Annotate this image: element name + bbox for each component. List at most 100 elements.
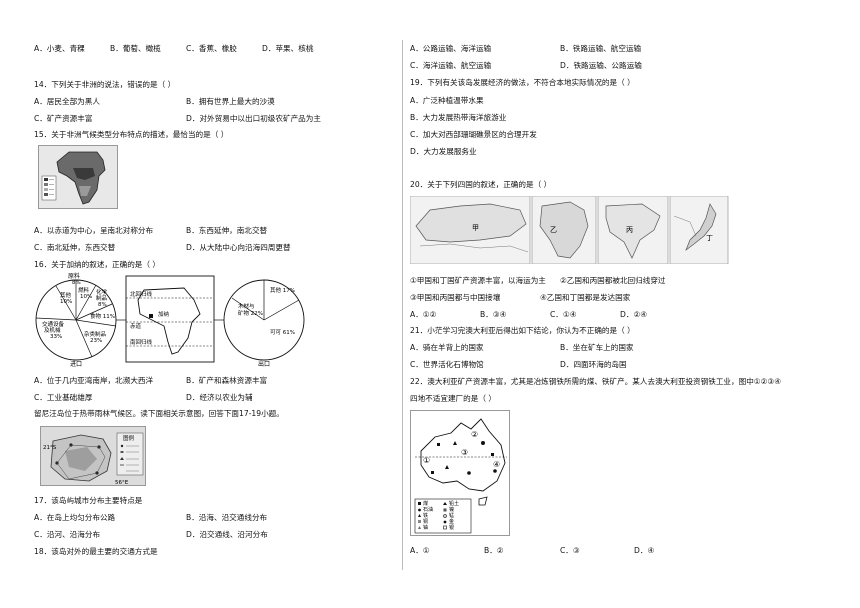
aus-legend-oil: 石油	[423, 506, 433, 513]
map-label-tropic-cancer: 北回归线	[130, 290, 153, 298]
map-label-tropic-capricorn: 南回归线	[130, 338, 153, 346]
q19-stem: 19．下列有关该岛发展经济的做法，不符合本地实际情况的是（ ）	[410, 78, 635, 87]
pie-left-label-13: 杂类制品	[84, 330, 107, 338]
aus-legend-manganese: 锰	[449, 512, 454, 519]
q15-stem: 15．关于非洲气候类型分布特点的描述，最恰当的是（ ）	[34, 130, 229, 139]
q17-option-b[interactable]: B．沿海、沿交通线分布	[186, 513, 268, 522]
q19-option-d[interactable]: D．大力发展服务业	[410, 147, 477, 156]
q20-option-d[interactable]: D．②④	[620, 310, 648, 319]
aus-legend-bauxite: 铅土	[449, 500, 459, 507]
q16-option-a[interactable]: A．位于几内亚湾南岸，北濒大西洋	[34, 376, 154, 385]
pie-left-label-1: 8%	[72, 280, 81, 286]
q22-option-d[interactable]: D．④	[634, 546, 655, 555]
q20-option-a[interactable]: A．①②	[410, 310, 437, 319]
q17-option-d[interactable]: D．沿交通线、沿河分布	[186, 530, 268, 539]
q21-stem: 21．小茫学习完澳大利亚后得出如下结论，你认为不正确的是（ ）	[410, 326, 635, 335]
q21-option-b[interactable]: B．坐在矿车上的国家	[560, 343, 634, 352]
q20-statement-2: ②乙国和丙国都被北回归线穿过	[560, 276, 666, 285]
q17-option-c[interactable]: C．沿河、沿海分布	[34, 530, 101, 539]
q16-option-b[interactable]: B．矿产和森林资源丰富	[186, 376, 268, 385]
pie-left-label-11: 及机械	[44, 326, 61, 334]
q20-stem: 20．关于下列四国的叙述，正确的是（ ）	[410, 180, 552, 189]
map-label-ding: 丁	[706, 234, 713, 242]
q19-option-b[interactable]: B．大力发展热带海洋旅游业	[410, 113, 507, 122]
q13-option-b[interactable]: B．葡萄、橄榄	[110, 44, 161, 53]
q22-option-a[interactable]: A．①	[410, 546, 430, 555]
pie-left-label-12: 33%	[50, 334, 62, 340]
q20-statement-1: ①甲国和丁国矿产资源丰富，以海运为主	[410, 276, 546, 285]
q16-option-c[interactable]: C．工业基础雄厚	[34, 393, 93, 402]
q14-option-c[interactable]: C．矿产资源丰富	[34, 114, 93, 123]
intro-17-19: 留尼汪岛位于热带雨林气候区。读下面相关示意图，回答下面17-19小题。	[34, 409, 284, 418]
q19-option-a[interactable]: A．广泛种植温带水果	[410, 96, 484, 105]
reunion-island-map: 21°S 56°E 图例	[40, 426, 146, 486]
pie-right-label-2: 矿物 22%	[238, 309, 263, 317]
q20-option-b[interactable]: B．③④	[480, 310, 507, 319]
pie-left-label-5: 10%	[80, 294, 92, 300]
q18-option-c[interactable]: C．海洋运输、航空运输	[410, 61, 492, 70]
island-label-lon: 56°E	[115, 480, 129, 486]
q15-option-a[interactable]: A．以赤道为中心，呈南北对称分布	[34, 226, 154, 235]
map-label-yi: 乙	[550, 226, 557, 234]
q21-option-c[interactable]: C．世界活化石博物馆	[410, 360, 484, 369]
q20-option-c[interactable]: C．①④	[550, 310, 577, 319]
q18-stem: 18．该岛对外的最主要的交通方式是	[34, 547, 158, 556]
map-label-ghana: 加纳	[158, 310, 170, 318]
aus-legend-uranium: 铀	[423, 524, 428, 531]
four-countries-maps: 甲 乙 丙 丁	[409, 195, 730, 265]
pie-left-label-3: 10%	[60, 299, 72, 305]
aus-map-number-4: ④	[493, 460, 500, 469]
q18-option-a[interactable]: A．公路运输、海洋运输	[410, 44, 492, 53]
q20-statement-4: ④乙国和丁国都是发达国家	[540, 293, 631, 302]
aus-map-number-3: ③	[461, 448, 468, 457]
pie-right-caption: 出口	[258, 360, 270, 368]
q14-option-a[interactable]: A．居民全部为黑人	[34, 97, 100, 106]
q22-option-c[interactable]: C．③	[560, 546, 580, 555]
africa-climate-map	[38, 145, 118, 209]
aus-legend-nickel: 镍	[449, 506, 454, 513]
q13-option-c[interactable]: C．香蕉、橡胶	[186, 44, 237, 53]
q17-stem: 17．该岛屿城市分布主要特点是	[34, 496, 143, 505]
pie-left-label-10: 交通设备	[42, 320, 65, 328]
map-label-equator: 赤道	[130, 322, 142, 330]
pie-left-label-0: 原料	[68, 272, 80, 280]
aus-legend-iron: 铁	[423, 512, 428, 519]
island-legend-title: 图例	[123, 434, 135, 442]
pie-right-label-0: 其他 17%	[270, 286, 295, 294]
q21-option-a[interactable]: A．骑在羊背上的国家	[410, 343, 484, 352]
q13-option-a[interactable]: A．小麦、青稞	[34, 44, 85, 53]
q13-option-d[interactable]: D．苹果、核桃	[262, 44, 314, 53]
q18-option-b[interactable]: B．铁路运输、航空运输	[560, 44, 642, 53]
pie-left-label-6: 化学	[96, 288, 108, 296]
pie-left-label-8: 8%	[98, 302, 107, 308]
q15-option-b[interactable]: B．东西延伸，南北交替	[186, 226, 268, 235]
q16-stem: 16．关于加纳的叙述，正确的是（ ）	[34, 260, 160, 269]
q22-stem-line2: 四地不适宜建厂的是（ ）	[410, 394, 496, 403]
q18-option-d[interactable]: D．铁路运输、公路运输	[560, 61, 642, 70]
q15-option-c[interactable]: C．南北延伸，东西交替	[34, 243, 116, 252]
pie-left-caption: 进口	[70, 360, 82, 368]
ghana-trade-figure: 原料 8% 其他 10% 燃料 10% 化学 制品 8% 食物 11% 交通设备…	[34, 270, 314, 368]
q14-option-b[interactable]: B．拥有世界上最大的沙漠	[186, 97, 275, 106]
aus-legend-silver: 银	[449, 524, 454, 531]
q19-option-c[interactable]: C．加大对西部珊瑚礁景区的合理开发	[410, 130, 537, 139]
aus-legend-gold: 金	[449, 518, 454, 525]
q22-option-b[interactable]: B．②	[484, 546, 504, 555]
pie-left-label-14: 23%	[90, 338, 102, 344]
aus-map-number-1: ①	[423, 456, 430, 465]
q20-statement-3: ③甲国和丙国都与中国接壤	[410, 293, 501, 302]
q15-option-d[interactable]: D．从大陆中心向沿海四周更替	[186, 243, 291, 252]
column-divider	[402, 40, 403, 570]
aus-legend-coal: 煤	[423, 500, 428, 507]
q17-option-a[interactable]: A．在岛上均匀分布公路	[34, 513, 116, 522]
pie-left-label-7: 制品	[96, 294, 108, 302]
australia-resource-map: ① ② ③ ④ 煤 铅土 石油 镍 铁 锰 铜 金	[410, 410, 510, 536]
q16-option-d[interactable]: D．经济以农业为辅	[186, 393, 253, 402]
pie-right-label-1: 木材与	[238, 302, 255, 310]
q14-option-d[interactable]: D．对外贸易中以出口初级农矿产品为主	[186, 114, 321, 123]
pie-left-label-2: 其他	[60, 291, 72, 299]
pie-right-label-3: 可可 61%	[270, 329, 295, 336]
pie-left-label-4: 燃料	[78, 286, 90, 294]
q21-option-d[interactable]: D．四面环海的岛国	[560, 360, 627, 369]
aus-map-number-2: ②	[471, 430, 478, 439]
